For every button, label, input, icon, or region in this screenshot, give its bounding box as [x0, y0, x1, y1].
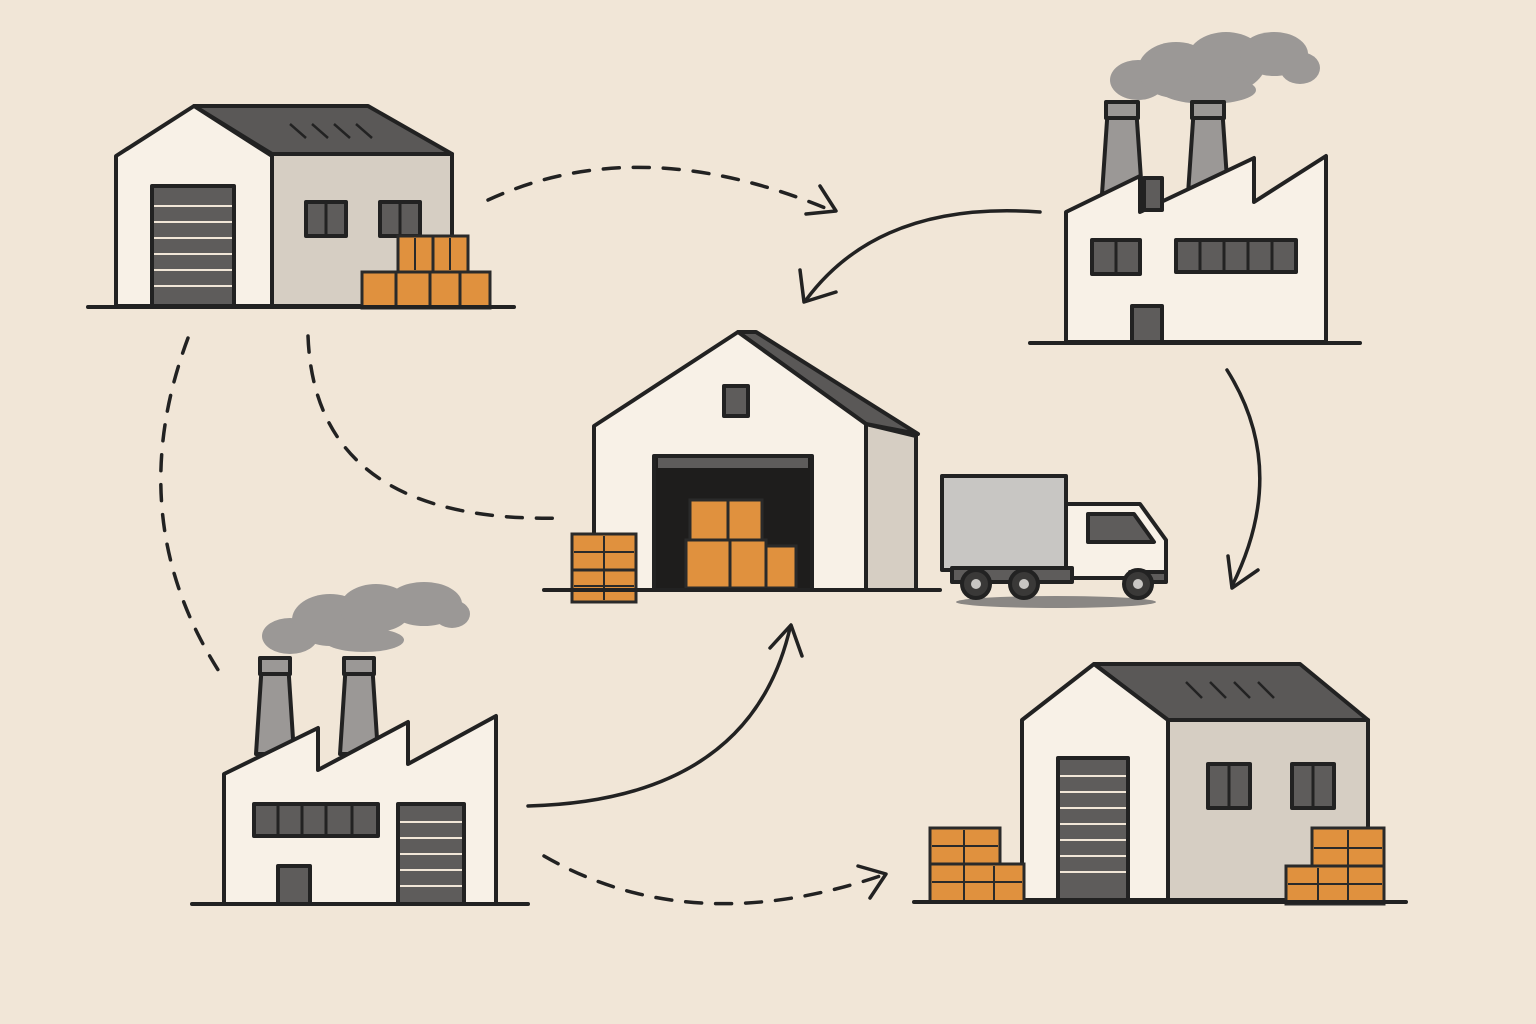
smoke-cloud	[262, 582, 470, 654]
factory-top-right	[1028, 32, 1362, 345]
flow-connectors	[159, 165, 1262, 906]
chimney-cap	[1104, 100, 1140, 120]
roof-lines	[289, 123, 373, 139]
edge-factory-top-right-to-distribution-center	[804, 208, 1042, 302]
delivery-truck	[940, 474, 1168, 608]
edge-warehouse-top-left-to-distribution-center	[306, 334, 567, 520]
rolling-door	[150, 184, 236, 308]
distribution-center	[542, 330, 942, 604]
window-strip	[1174, 238, 1298, 274]
arrowhead-icon	[804, 184, 838, 216]
truck-windshield	[1086, 512, 1156, 544]
crate-stack	[684, 498, 798, 590]
warehouse-bottom-right	[912, 662, 1408, 906]
gable-vent	[722, 384, 750, 418]
chimney-cap	[258, 656, 292, 676]
edge-factory-top-right-to-warehouse-bottom-right	[1225, 368, 1262, 588]
factory-door	[1130, 304, 1164, 344]
vent	[1142, 176, 1164, 212]
crate-stack	[928, 826, 1026, 904]
factory-door	[276, 864, 312, 906]
warehouse-side	[864, 422, 918, 592]
chimney-cap	[1190, 100, 1226, 120]
edge-factory-bottom-left-to-distribution-center	[526, 626, 792, 808]
window-strip	[252, 802, 380, 838]
roof-lines	[1185, 681, 1275, 699]
door-slats	[154, 205, 232, 287]
crate-stack	[360, 234, 492, 310]
chimney-cap	[342, 656, 376, 676]
edge-warehouse-top-left-to-factory-top-right	[486, 165, 832, 212]
crate-stack	[1284, 826, 1386, 906]
warehouse-top-left	[86, 104, 516, 310]
truck-shadow	[956, 596, 1156, 608]
arrowhead-icon	[798, 268, 838, 304]
edge-factory-bottom-left-to-warehouse-bottom-right	[542, 854, 882, 906]
factory-bottom-left	[190, 582, 530, 906]
door-slats	[400, 821, 462, 887]
bay-lintel	[658, 458, 808, 468]
arrowhead-icon	[856, 864, 888, 900]
smoke-cloud	[1110, 32, 1320, 104]
edge-warehouse-top-left-to-factory-bottom-left	[159, 336, 224, 678]
arrowhead-icon	[768, 623, 804, 658]
arrowhead-icon	[1226, 554, 1260, 590]
rolling-door	[1056, 756, 1130, 902]
truck-cargo-box	[940, 474, 1068, 572]
door-slats	[1060, 775, 1126, 873]
